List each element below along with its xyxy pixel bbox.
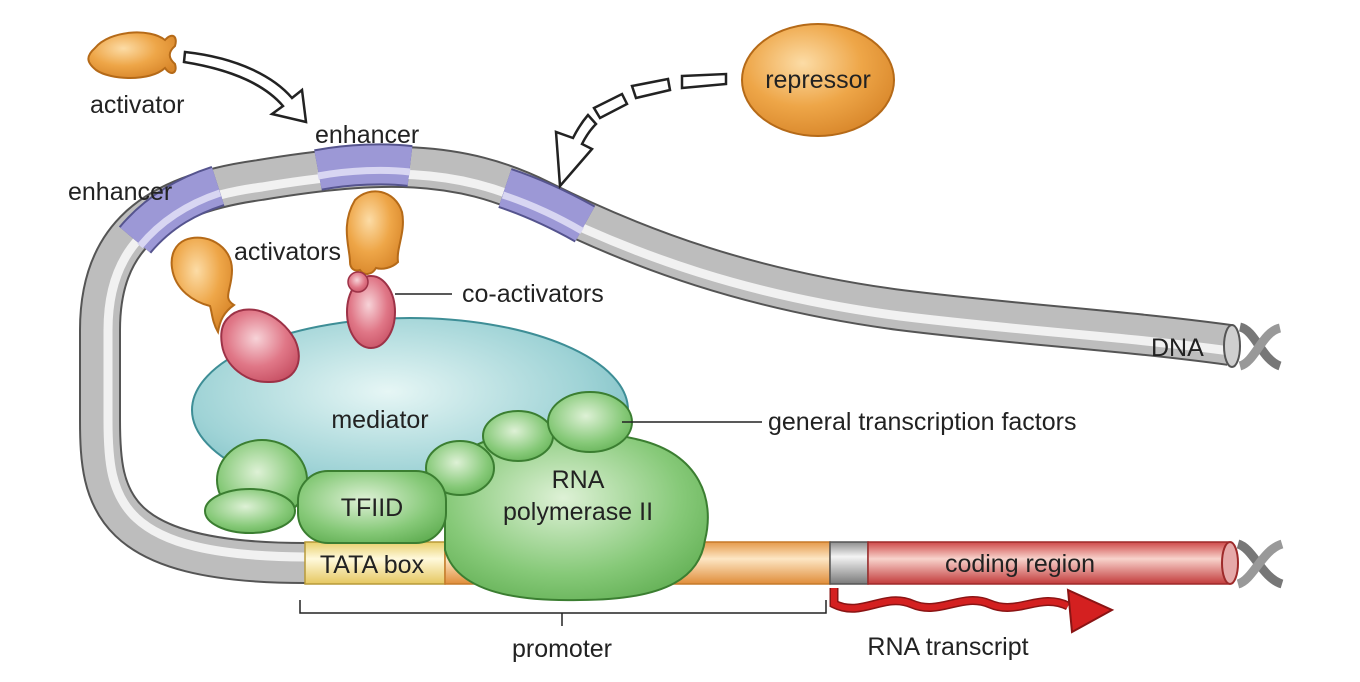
coding-region-label: coding region <box>945 550 1095 578</box>
enhancer-top-label: enhancer <box>315 121 419 149</box>
rna-pol-label-line1: RNA <box>552 466 605 494</box>
co-activators-label: co-activators <box>462 280 604 308</box>
rna-transcript-label: RNA transcript <box>867 633 1028 661</box>
bound-activator-left <box>170 236 236 335</box>
repressor-protein <box>741 23 895 137</box>
enhancer-segment-top <box>314 143 413 191</box>
tata-box-label: TATA box <box>320 551 425 579</box>
enhancer-segment-right <box>498 168 596 243</box>
tfiid-label: TFIID <box>341 494 404 522</box>
activators-label: activators <box>234 238 341 266</box>
bound-activator-top <box>345 190 404 275</box>
enhancer-segment-left <box>118 166 225 254</box>
co-activator-left <box>220 308 300 384</box>
gtf-label: general transcription factors <box>768 408 1076 436</box>
dna-strand <box>79 145 1233 584</box>
activator-label: activator <box>90 91 184 119</box>
repressor-label: repressor <box>765 66 871 94</box>
co-activator-top <box>346 271 396 349</box>
tfiid-factor <box>297 470 447 544</box>
general-transcription-factor-blobs <box>204 391 633 534</box>
rna-pol-label-line2: polymerase II <box>503 498 653 526</box>
promoter-bracket <box>299 600 827 626</box>
dna-helix-end-lower-icon <box>1236 539 1284 589</box>
dna-helix-end-upper-icon <box>1223 322 1282 371</box>
mediator-label: mediator <box>331 406 428 434</box>
enhancer-left-label: enhancer <box>68 178 172 206</box>
rna-transcript-arrow <box>829 588 1115 634</box>
free-activator <box>87 31 177 79</box>
repressor-binding-arrow-dashed <box>554 72 728 190</box>
activator-binding-arrow <box>182 50 308 124</box>
promoter-label: promoter <box>512 635 612 663</box>
dna-label: DNA <box>1151 334 1204 362</box>
